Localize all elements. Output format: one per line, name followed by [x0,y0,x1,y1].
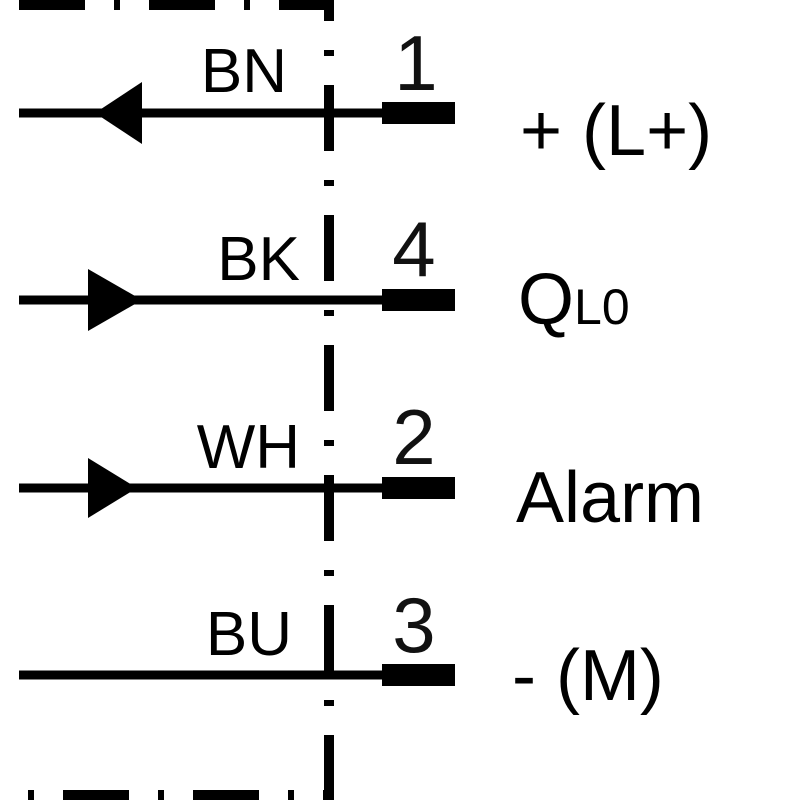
pin-number: 2 [392,393,435,481]
terminal-pin-3 [382,664,455,686]
wire-bk: BK 4 QL0 [19,205,630,340]
arrow-right-icon [88,269,142,331]
signal-label: QL0 [518,260,630,340]
signal-label: Alarm [516,458,704,538]
terminal-pin-1 [382,102,455,124]
arrow-left-icon [95,82,142,144]
wire-bu: BU 3 - (M) [19,581,664,716]
wire-color-label: BN [201,37,287,106]
pin-number: 3 [392,581,435,669]
wire-color-label: WH [197,413,300,482]
device-boundary [19,0,334,800]
wire-color-label: BK [217,225,300,294]
wire-color-label: BU [206,600,292,669]
arrow-right-icon [88,458,137,518]
pin-number: 4 [392,205,435,293]
wire-wh: WH 2 Alarm [19,393,704,538]
wire-bn: BN 1 + (L+) [19,19,712,171]
signal-subscript: L0 [574,279,630,335]
signal-label: - (M) [512,636,664,716]
terminal-pin-2 [382,477,455,499]
signal-label: + (L+) [520,91,712,171]
terminal-pin-4 [382,289,455,311]
pin-number: 1 [394,19,437,107]
